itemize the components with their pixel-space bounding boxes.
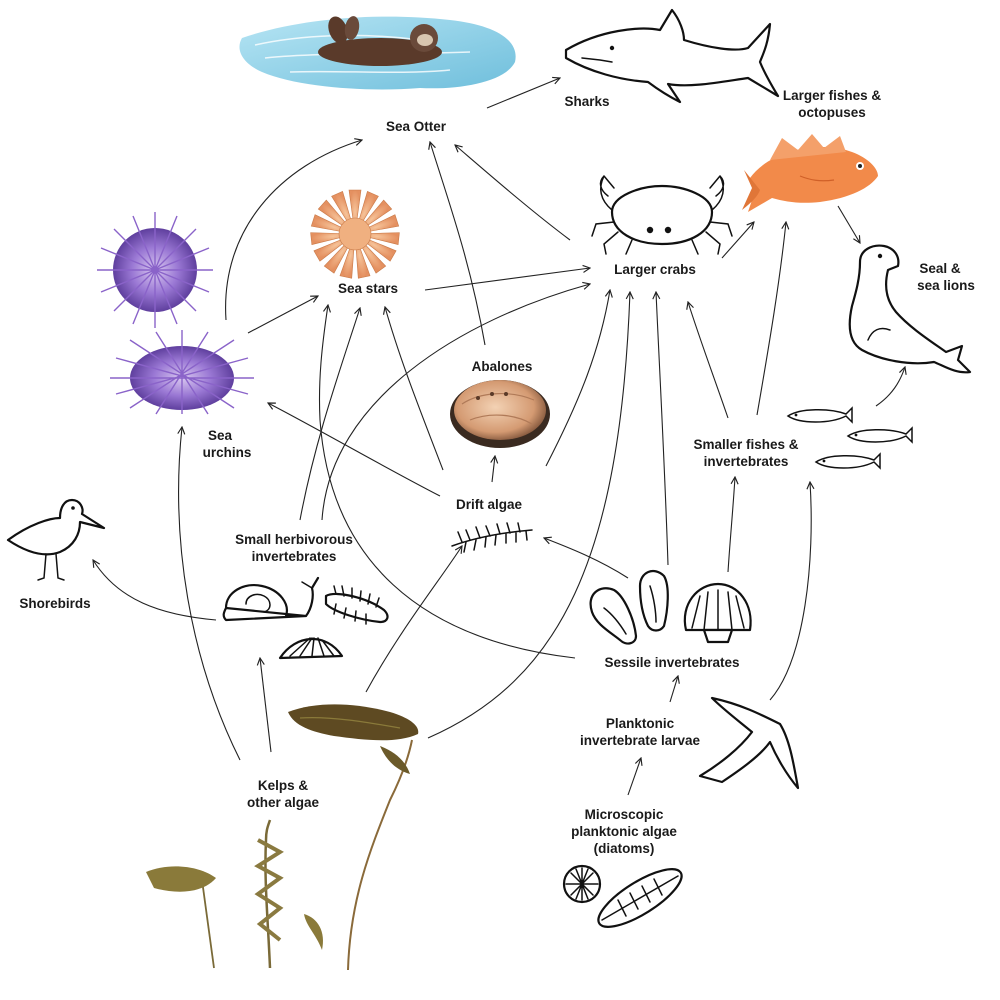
label-sessile-invertebrates: Sessile invertebrates (604, 655, 739, 670)
edge-larva-smallfish (769, 482, 811, 701)
labels: Sea Otter Sharks Larger fishes & octopus… (19, 88, 975, 856)
label-sea-urchins-1: Sea (208, 428, 233, 443)
diatom-icon (562, 864, 683, 928)
kelp-illustration (146, 704, 419, 971)
label-small-herbivorous-2: invertebrates (252, 549, 337, 564)
label-shorebirds: Shorebirds (19, 596, 90, 611)
mussel-icon (589, 569, 669, 645)
edge-largerfish-seal (837, 205, 860, 243)
sea-urchin-illustration (97, 212, 254, 415)
edge-kelps-smallherb (260, 658, 272, 753)
label-kelps-1: Kelps & (258, 778, 309, 793)
scallop-icon (683, 582, 752, 644)
edge-drift-abalones (492, 456, 495, 483)
label-seal-1: Seal & (919, 261, 961, 276)
edge-sessile-drift (544, 538, 629, 579)
label-sea-otter: Sea Otter (386, 119, 447, 134)
label-planktonic-larvae-2: invertebrate larvae (580, 733, 701, 748)
seal-icon (848, 244, 972, 374)
edge-seastars-crabs (424, 268, 590, 291)
rockfish-illustration (742, 134, 878, 212)
crab-icon (591, 175, 733, 255)
edge-sessile-seastars (318, 305, 576, 659)
edge-crabs-largerfish (721, 222, 754, 259)
snail-icon (222, 576, 320, 622)
edge-otter-sharks (486, 78, 560, 109)
edge-drift-crabs (545, 290, 610, 467)
label-sea-urchins-2: urchins (203, 445, 252, 460)
edge-sessile-crabs (656, 292, 669, 566)
label-microscopic-2: planktonic algae (571, 824, 677, 839)
label-planktonic-larvae-1: Planktonic (606, 716, 675, 731)
label-seal-2: sea lions (917, 278, 975, 293)
label-kelps-2: other algae (247, 795, 320, 810)
edge-larvae-sessile (669, 676, 678, 703)
drift-algae-icon (451, 522, 533, 553)
label-small-herbivorous-1: Small herbivorous (235, 532, 353, 547)
edge-kelps-crabs (427, 292, 630, 739)
limpet-icon (278, 637, 344, 660)
edge-abalones-otter (430, 142, 486, 346)
edges (93, 78, 905, 796)
label-smaller-fishes-2: invertebrates (704, 454, 789, 469)
edge-smallfish-largerfish (756, 222, 786, 416)
edge-sessile-smallfish (727, 477, 735, 573)
edge-smallherb-shorebirds (93, 560, 217, 621)
label-sharks: Sharks (564, 94, 609, 109)
isopod-icon (324, 585, 389, 625)
label-smaller-fishes-1: Smaller fishes & (693, 437, 798, 452)
edge-smallherb-seastars (299, 308, 360, 521)
label-microscopic-1: Microscopic (585, 807, 664, 822)
label-abalones: Abalones (472, 359, 533, 374)
edge-smallfish-crabs (688, 302, 729, 419)
shark-icon (564, 8, 780, 104)
edge-smallfish-seal (875, 367, 905, 407)
edge-urchins-otter (225, 140, 362, 321)
label-larger-fishes-2: octopuses (798, 105, 866, 120)
edge-kelps-urchins (179, 427, 241, 761)
sea-otter-illustration (239, 16, 516, 90)
edge-crabs-otter (455, 145, 571, 241)
edge-kelps-drift (365, 546, 462, 693)
edge-urchins-seastars (247, 296, 318, 334)
abalone-illustration (450, 380, 550, 448)
label-larger-fishes-1: Larger fishes & (783, 88, 882, 103)
shorebird-icon (6, 498, 106, 581)
edge-diatoms-larvae (627, 758, 641, 796)
label-sea-stars: Sea stars (338, 281, 398, 296)
edge-smallherb-crabs (321, 284, 590, 521)
sea-star-illustration (310, 189, 400, 279)
label-larger-crabs: Larger crabs (614, 262, 696, 277)
larva-icon (698, 696, 800, 790)
edge-drift-urchins (268, 403, 441, 497)
label-drift-algae: Drift algae (456, 497, 523, 512)
label-microscopic-3: (diatoms) (594, 841, 655, 856)
small-fish-icon (786, 406, 913, 470)
edge-drift-seastars (385, 307, 444, 471)
